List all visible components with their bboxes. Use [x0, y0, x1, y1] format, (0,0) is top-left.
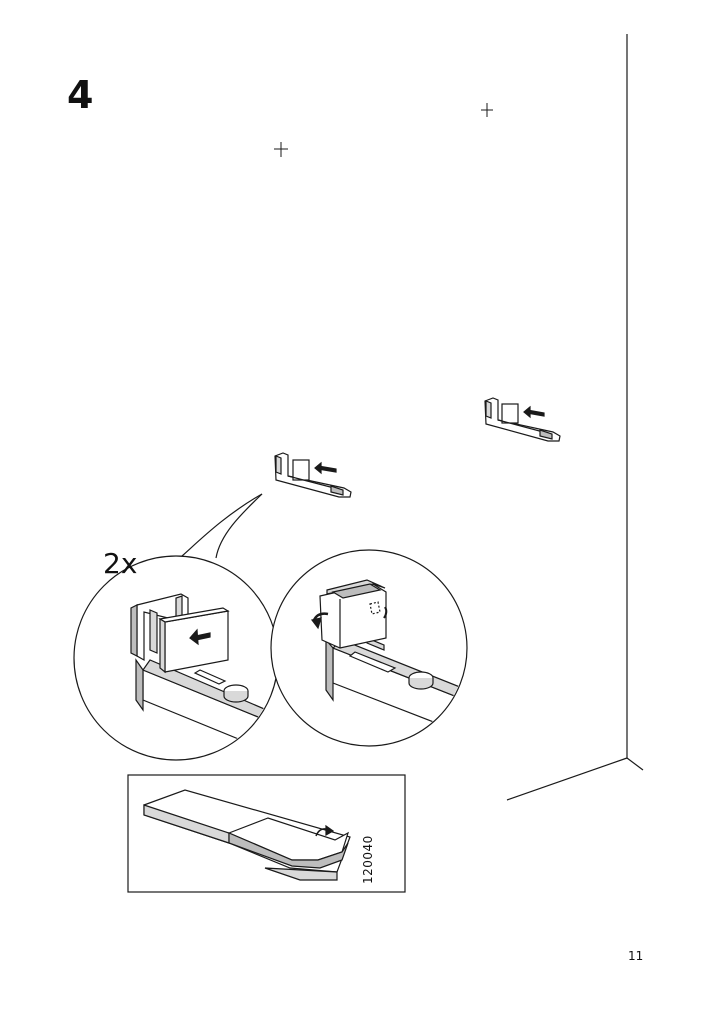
step-number: 4 — [67, 73, 94, 117]
article-number: 120040 — [361, 835, 375, 884]
detail-circle-insert — [73, 555, 279, 761]
detail-circle-rotate — [270, 549, 468, 747]
bracket-right — [484, 397, 561, 442]
bracket-center — [274, 452, 352, 498]
note-box — [127, 774, 406, 893]
quantity-label: 2x — [103, 547, 138, 580]
crosshair-marker-right — [481, 103, 493, 117]
page-number: 11 — [628, 949, 644, 963]
crosshair-marker-left — [274, 142, 288, 157]
wall-corner-lines — [506, 34, 644, 801]
